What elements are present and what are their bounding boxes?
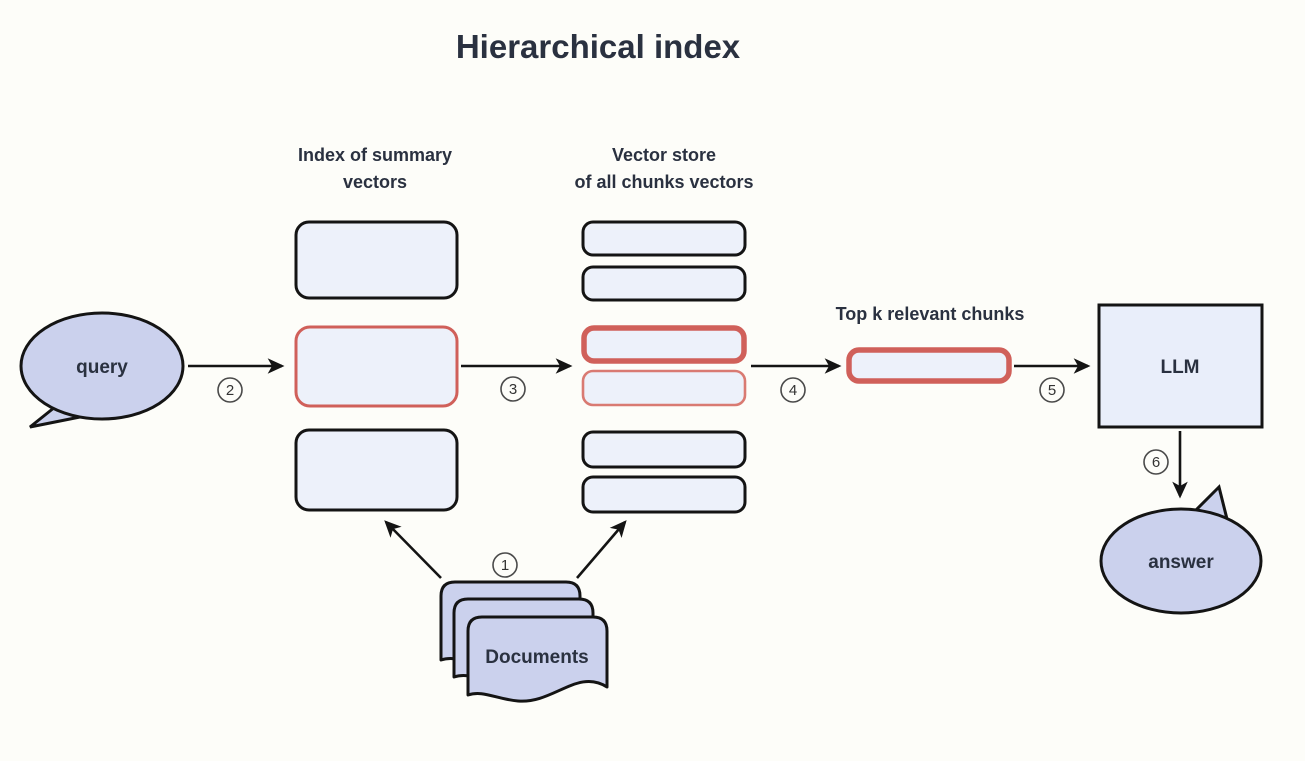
document-front	[466, 615, 609, 703]
step-2-badge: 2	[217, 377, 243, 403]
chunk-vector-box-1	[581, 220, 747, 257]
chunk-vector-box-highlighted-2	[581, 369, 747, 407]
summary-index-header: Index of summary vectors	[298, 145, 452, 192]
llm-label: LLM	[1160, 357, 1199, 378]
chunk-vector-box-6	[581, 475, 747, 514]
step-3-circle	[500, 376, 526, 402]
summary-index-column	[294, 220, 459, 512]
step-3-number: 3	[509, 381, 517, 398]
chunk-vector-box-highlighted-1	[581, 325, 747, 364]
llm-box	[1097, 303, 1264, 429]
summary-index-header-line2: vectors	[343, 172, 407, 192]
step-4-badge: 4	[780, 377, 806, 403]
summary-vector-box-highlighted	[294, 325, 459, 408]
summary-vector-box-1	[294, 220, 459, 300]
step-1-number: 1	[501, 557, 509, 574]
step-1-circle	[492, 552, 518, 578]
vector-store-header: Vector store of all chunks vectors	[574, 145, 753, 192]
top-k-label: Top k relevant chunks	[836, 304, 1025, 324]
step-1-badge: 1	[492, 552, 518, 578]
step-6-badge: 6	[1143, 449, 1169, 475]
chunk-vector-box-5	[581, 430, 747, 469]
query-label: query	[76, 357, 128, 378]
summary-index-header-line1: Index of summary	[298, 145, 452, 165]
step-2-number: 2	[226, 382, 234, 399]
arrow-documents-to-vector-store	[576, 520, 627, 579]
page-title: Hierarchical index	[456, 28, 741, 65]
step-5-circle	[1039, 377, 1065, 403]
query-node: query	[19, 311, 185, 429]
answer-label: answer	[1148, 552, 1214, 573]
vector-store-column	[581, 220, 747, 514]
top-k-chunk-box	[846, 347, 1012, 384]
summary-vector-box-3	[294, 428, 459, 512]
step-6-circle	[1143, 449, 1169, 475]
vector-store-header-line1: Vector store	[612, 145, 716, 165]
llm-node: LLM	[1097, 303, 1264, 429]
step-5-number: 5	[1048, 382, 1056, 399]
answer-node: answer	[1099, 484, 1263, 615]
step-4-number: 4	[789, 382, 797, 399]
query-bubble	[19, 311, 185, 421]
documents-node: Documents	[439, 580, 609, 703]
step-5-badge: 5	[1039, 377, 1065, 403]
step-2-circle	[217, 377, 243, 403]
answer-bubble	[1099, 507, 1263, 615]
chunk-vector-box-2	[581, 265, 747, 302]
step-3-badge: 3	[500, 376, 526, 402]
step-4-circle	[780, 377, 806, 403]
vector-store-header-line2: of all chunks vectors	[574, 172, 753, 192]
step-6-number: 6	[1152, 454, 1160, 471]
documents-label: Documents	[485, 647, 588, 668]
arrow-documents-to-summary-index	[384, 520, 442, 579]
